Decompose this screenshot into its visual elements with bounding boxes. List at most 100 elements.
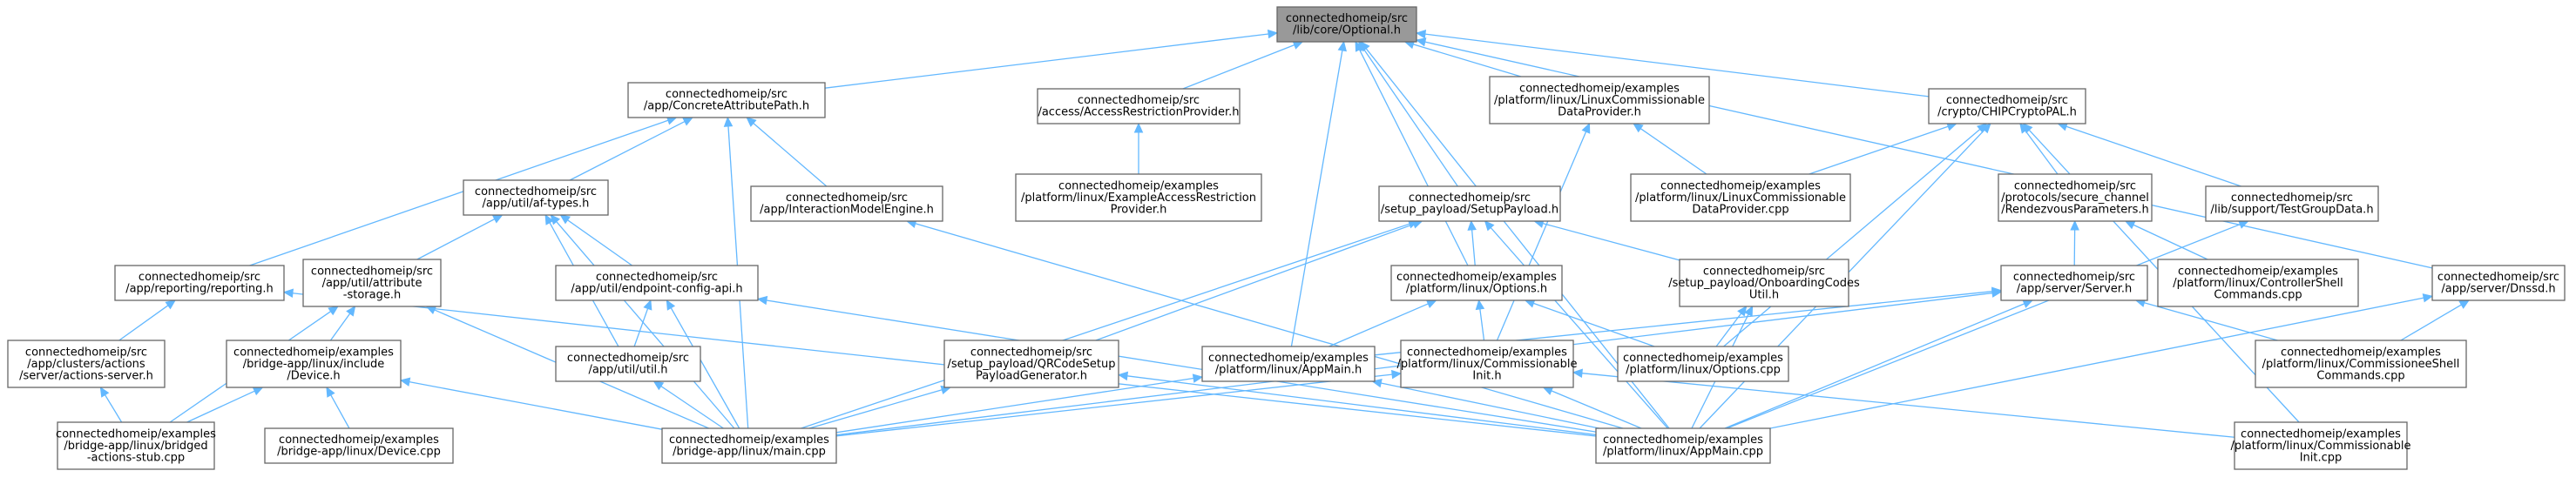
node-appmain_h[interactable]: connectedhomeip/examples/platform/linux/… <box>1201 346 1376 382</box>
node-box[interactable] <box>1595 427 1771 464</box>
node-label-line: Util.h <box>1749 288 1779 301</box>
node-options_h[interactable]: connectedhomeip/examples/platform/linux/… <box>1390 265 1563 301</box>
node-box[interactable] <box>1679 259 1849 307</box>
edge-arrowhead <box>2458 299 2471 309</box>
node-exaccess[interactable]: connectedhomeip/examples/platform/linux/… <box>1015 173 1262 222</box>
node-label-line: /app/util/af-types.h <box>483 198 590 211</box>
node-box[interactable] <box>1617 346 1789 382</box>
node-appmain_cpp[interactable]: connectedhomeip/examples/platform/linux/… <box>1595 427 1771 464</box>
node-aftypes[interactable]: connectedhomeip/src/app/util/af-types.h <box>463 179 609 216</box>
node-options_cpp[interactable]: connectedhomeip/examples/platform/linux/… <box>1617 346 1789 382</box>
edge-arrowhead <box>1355 40 1364 52</box>
node-box[interactable] <box>2255 340 2467 388</box>
node-label-line: Commands.cpp <box>2316 369 2404 382</box>
edge-lcdp_h-to-optional <box>1403 39 1522 77</box>
node-box[interactable] <box>463 179 609 216</box>
edge-aftypes-to-concrete <box>569 117 693 181</box>
edge-bridge_main-to-endpointcfg <box>666 299 740 429</box>
node-label-line: PayloadGenerator.h <box>976 369 1087 382</box>
node-commissionable_h[interactable]: connectedhomeip/examples/platform/linux/… <box>1397 340 1578 388</box>
node-box[interactable] <box>2234 421 2408 470</box>
edge-ime-to-concrete <box>746 117 828 187</box>
node-box[interactable] <box>750 185 943 222</box>
node-commissionee[interactable]: connectedhomeip/examples/platform/linux/… <box>2255 340 2467 388</box>
edge-line <box>1413 44 1522 77</box>
edge-appmain_cpp-to-ime <box>905 219 1624 429</box>
edge-options_h-to-setuppayload <box>1467 219 1477 266</box>
node-box[interactable] <box>943 340 1119 388</box>
node-box[interactable] <box>114 265 285 301</box>
node-label-line: /app/server/Server.h <box>2017 283 2133 296</box>
edge-line <box>824 33 1269 89</box>
node-label-line: /app/reporting/reporting.h <box>125 283 274 296</box>
edge-appmain_cpp-to-commissionable_h <box>1542 387 1642 429</box>
node-box[interactable] <box>7 340 166 388</box>
node-box[interactable] <box>226 340 402 388</box>
node-box[interactable] <box>1015 173 1262 222</box>
node-label-line: connectedhomeip/src <box>311 265 433 278</box>
node-testgroup[interactable]: connectedhomeip/src/lib/support/TestGrou… <box>2205 185 2379 222</box>
edge-line <box>1723 128 1981 347</box>
edge-arrowhead <box>1192 373 1204 383</box>
node-lcdp_cpp[interactable]: connectedhomeip/examples/platform/linux/… <box>1630 173 1851 222</box>
node-box[interactable] <box>2157 259 2359 307</box>
edge-line <box>330 394 350 429</box>
node-box[interactable] <box>1400 340 1574 388</box>
node-box[interactable] <box>1276 6 1417 43</box>
node-box[interactable] <box>627 82 826 118</box>
node-server[interactable]: connectedhomeip/src/app/server/Server.h <box>2000 265 2148 301</box>
node-commissionable_cpp[interactable]: connectedhomeip/examples/platform/linux/… <box>2231 421 2411 470</box>
node-box[interactable] <box>1037 88 1241 124</box>
node-box[interactable] <box>1489 76 1710 124</box>
node-actionsserver[interactable]: connectedhomeip/src/app/clusters/actions… <box>7 340 166 388</box>
node-box[interactable] <box>555 346 701 382</box>
node-box[interactable] <box>2205 185 2379 222</box>
edge-line <box>567 219 633 266</box>
node-optional[interactable]: connectedhomeip/src/lib/core/Optional.h <box>1276 6 1417 43</box>
node-dnssd[interactable]: connectedhomeip/src/app/server/Dnssd.h <box>2431 265 2566 301</box>
node-bridged_stub[interactable]: connectedhomeip/examples/bridge-app/linu… <box>56 421 216 470</box>
node-box[interactable] <box>661 427 837 464</box>
node-box[interactable] <box>1390 265 1563 301</box>
node-concrete[interactable]: connectedhomeip/src/app/ConcreteAttribut… <box>627 82 826 118</box>
edge-commissionable_h-to-lcdp_h <box>1496 122 1591 341</box>
node-box[interactable] <box>555 265 759 301</box>
edge-line <box>1727 224 2241 429</box>
node-util_h[interactable]: connectedhomeip/src/app/util/util.h <box>555 346 701 382</box>
node-box[interactable] <box>57 421 215 470</box>
node-endpointcfg[interactable]: connectedhomeip/src/app/util/endpoint-co… <box>555 265 759 301</box>
node-bridge_main[interactable]: connectedhomeip/examples/bridge-app/linu… <box>661 427 837 464</box>
node-lcdp_h[interactable]: connectedhomeip/examples/platform/linux/… <box>1489 76 1710 124</box>
node-box[interactable] <box>1201 346 1376 382</box>
node-label-line: connectedhomeip/examples <box>1208 352 1369 365</box>
node-box[interactable] <box>1378 185 1561 222</box>
node-device_cpp[interactable]: connectedhomeip/examples/bridge-app/linu… <box>264 427 454 464</box>
node-accessrp[interactable]: connectedhomeip/src/access/AccessRestric… <box>1037 88 1241 124</box>
node-box[interactable] <box>302 259 442 307</box>
node-qrcode[interactable]: connectedhomeip/src/setup_payload/QRCode… <box>943 340 1119 388</box>
node-ime[interactable]: connectedhomeip/src/app/InteractionModel… <box>750 185 943 222</box>
node-label-line: /platform/linux/ControllerShell <box>2173 277 2343 290</box>
node-box[interactable] <box>2000 265 2148 301</box>
node-onboarding[interactable]: connectedhomeip/src/setup_payload/Onboar… <box>1668 259 1860 307</box>
node-chipcrypto[interactable]: connectedhomeip/src/crypto/CHIPCryptoPAL… <box>1928 88 2086 124</box>
edge-line <box>1640 128 1707 175</box>
node-box[interactable] <box>2431 265 2566 301</box>
node-box[interactable] <box>1998 173 2153 222</box>
node-box[interactable] <box>264 427 454 464</box>
edge-arrowhead <box>1542 387 1554 395</box>
node-rendezvous[interactable]: connectedhomeip/src/protocols/secure_cha… <box>1998 173 2153 222</box>
edge-arrowhead <box>2022 123 2033 134</box>
edge-line <box>835 373 1393 437</box>
node-box[interactable] <box>1630 173 1851 222</box>
edge-line <box>249 119 669 266</box>
edge-line <box>2025 130 2059 175</box>
node-setuppayload[interactable]: connectedhomeip/src/setup_payload/SetupP… <box>1378 185 1561 222</box>
node-box[interactable] <box>1928 88 2086 124</box>
edge-setuppayload-to-optional <box>1358 40 1458 187</box>
node-reporting[interactable]: connectedhomeip/src/app/reporting/report… <box>114 265 285 301</box>
node-attrstorage[interactable]: connectedhomeip/src/app/util/attribute-s… <box>302 259 442 307</box>
node-device_h[interactable]: connectedhomeip/examples/bridge-app/linu… <box>226 340 402 388</box>
node-ctrlshell[interactable]: connectedhomeip/examples/platform/linux/… <box>2157 259 2359 307</box>
edge-arrowhead <box>346 306 356 317</box>
